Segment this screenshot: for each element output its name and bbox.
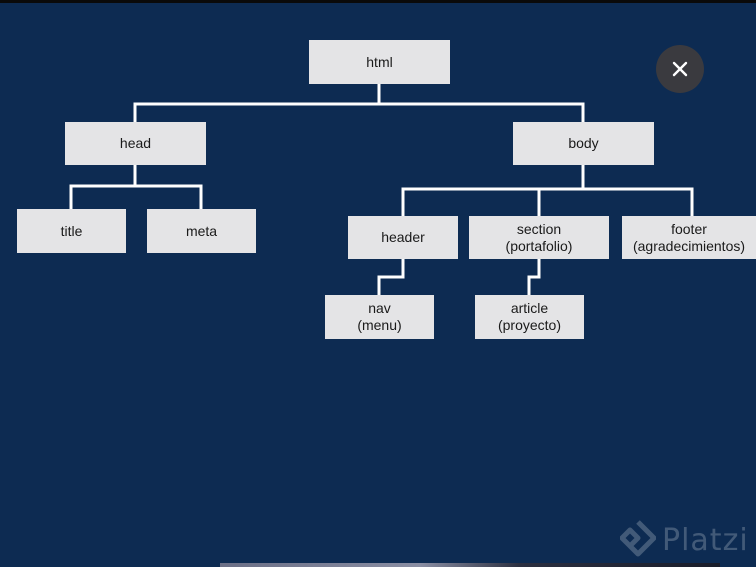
node-section-sublabel: (portafolio): [505, 237, 573, 254]
node-nav: nav (menu): [325, 295, 434, 339]
node-section-label: section: [516, 220, 562, 237]
node-footer: footer (agradecimientos): [622, 216, 756, 259]
node-article-label: article: [510, 300, 549, 316]
close-icon: [672, 61, 688, 77]
platzi-logo-icon: [620, 520, 656, 557]
node-article-sublabel: (proyecto): [497, 317, 562, 333]
top-edge: [0, 0, 756, 3]
node-meta: meta: [147, 209, 256, 253]
node-html-label: html: [366, 53, 393, 70]
node-meta-label: meta: [185, 222, 218, 239]
node-title: title: [17, 209, 126, 253]
node-body-label: body: [568, 135, 599, 151]
node-header-label: header: [381, 229, 425, 245]
node-body: body: [513, 122, 654, 165]
platzi-watermark: Platzi: [620, 518, 749, 562]
node-footer-label: footer: [671, 220, 707, 237]
node-nav-sublabel: (menu): [357, 317, 402, 333]
node-nav-label: nav: [368, 300, 391, 316]
node-head-label: head: [119, 135, 152, 151]
close-button[interactable]: [656, 45, 704, 93]
node-header: header: [348, 216, 458, 259]
node-title-label: title: [60, 222, 83, 239]
node-section: section (portafolio): [469, 216, 609, 259]
node-article: article (proyecto): [475, 295, 584, 339]
node-footer-sublabel: (agradecimientos): [632, 237, 746, 254]
node-head: head: [65, 122, 206, 165]
watermark-text: Platzi: [662, 522, 749, 558]
node-html: html: [309, 40, 450, 84]
video-progress-strip: [220, 563, 720, 567]
